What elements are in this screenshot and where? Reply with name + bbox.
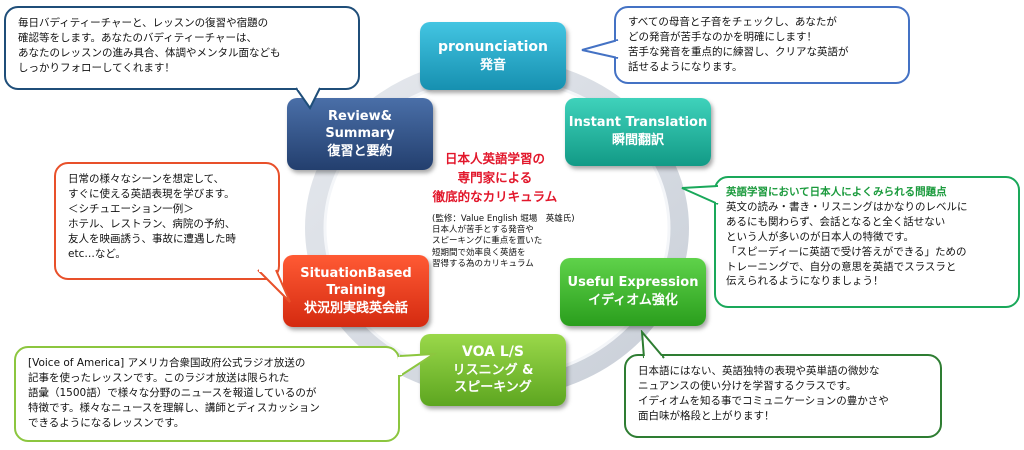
bubble-line: 特徴です。様々なニュースを理解し、講師とディスカッション [28, 401, 320, 414]
center-note-line: スピーキングに重点を置いた [432, 236, 543, 247]
step-pronunciation-ja: 発音 [479, 57, 506, 73]
bubble-line: 記事を使ったレッスンです。このラジオ放送は限られた [28, 371, 290, 384]
bubble-line: イディオムを知る事でコミュニケーションの豊かさや [638, 394, 889, 407]
step-review-en2: Summary [325, 126, 395, 142]
center-note-line: 日本人が苦手とする発音や [432, 225, 534, 236]
bubble-review-description: 毎日バディティーチャーと、レッスンの復習や宿題の 確認等をします。あなたのバディ… [4, 6, 360, 110]
step-voa-ja2: スピーキング [454, 380, 532, 396]
step-instant-ja: 瞬間翻訳 [611, 133, 664, 148]
step-review-ja: 復習と要約 [327, 143, 393, 159]
bubble-line: どの発音が苦手なのかを明確にします！ [628, 30, 817, 43]
step-useful-ja: イディオム強化 [588, 293, 678, 308]
bubble-line: しっかりフォローしてくれます！ [18, 61, 175, 74]
step-pronunciation-en: pronunciation [437, 38, 549, 55]
step-review-en: Review& [328, 108, 392, 124]
bubble-situation-description: 日常の様々なシーンを想定して、 すぐに使える英語表現を学びます。 ＜シチュエーシ… [54, 162, 291, 303]
bubble-line: ホテル、レストラン、病院の予約、 [68, 217, 236, 230]
bubble-line: あなたのレッスンの進み具合、体調やメンタル面なども [18, 46, 281, 59]
bubble-line: 英文の読み・書き・リスニングはかなりのレベルに [726, 200, 968, 213]
bubble-line: [Voice of America] アメリカ合衆国政府公式ラジオ放送の [28, 357, 306, 369]
bubble-useful-description: 日本語にはない、英語独特の表現や英単語の微妙な ニュアンスの使い分けを学習するク… [624, 330, 942, 438]
center-note: (監修：Value English 堀場 英雄氏) 日本人が苦手とする発音や ス… [432, 214, 582, 270]
bubble-line: すべての母音と子音をチェックし、あなたが [628, 16, 837, 28]
center-note-line: 習得する為のカリキュラム [432, 258, 534, 269]
bubble-line: という人が多いのが日本人の特徴です。 [726, 230, 914, 243]
bubble-tail [581, 39, 620, 59]
bubble-tail [681, 185, 720, 205]
bubble-line: できるようになるレッスンです。 [28, 416, 185, 429]
step-useful-en: Useful Expression [567, 275, 699, 291]
step-situation-en: SituationBased [300, 265, 412, 281]
center-title-line: 徹底的なカリキュラム [432, 188, 558, 204]
bubble-line: 「スピーディーに英語で受け答えができる」ための [726, 245, 967, 258]
step-pronunciation: pronunciation 発音 [420, 22, 566, 90]
center-title: 日本人英語学習の 専門家による 徹底的なカリキュラム [425, 150, 565, 206]
bubble-pronunciation-description: すべての母音と子音をチェックし、あなたが どの発音が苦手なのかを明確にします！ … [581, 6, 910, 84]
bubble-tail [640, 330, 665, 360]
bubble-tail [257, 268, 291, 303]
step-instant-en: Instant Translation [568, 115, 708, 131]
step-useful-expression: Useful Expression イディオム強化 [560, 258, 706, 326]
bubble-line: 面白味が格段と上がります！ [638, 409, 775, 422]
bubble-problem-description: 英語学習において日本人によくみられる問題点 英文の読み・書き・リスニングはかなり… [681, 176, 1020, 308]
bubble-line: 語彙（1500語）で様々な分野のニュースを報道しているのが [28, 386, 317, 399]
bubble-line: ニュアンスの使い分けを学習するクラスです。 [638, 379, 857, 392]
step-voa-en: VOA L/S [462, 344, 524, 360]
step-voa-ja: リスニング & [452, 362, 534, 378]
center-title-line: 日本人英語学習の [444, 151, 545, 166]
bubble-line: 伝えられるようになりましょう！ [726, 275, 884, 288]
bubble-line: トレーニングで、自分の意思を英語でスラスラと [726, 260, 957, 273]
bubble-line: 友人を映画誘う、事故に遭遇した時 [68, 232, 236, 245]
bubble-line: 話せるようになります。 [628, 60, 743, 73]
bubble-tail [398, 352, 438, 377]
step-situation-en2: Training [326, 283, 386, 299]
bubble-line: 毎日バディティーチャーと、レッスンの復習や宿題の [18, 17, 269, 29]
step-instant-translation: Instant Translation 瞬間翻訳 [565, 98, 711, 166]
bubble-line: 日本語にはない、英語独特の表現や英単語の微妙な [638, 365, 880, 377]
bubble-line: すぐに使える英語表現を学びます。 [68, 187, 235, 200]
bubble-voa-description: [Voice of America] アメリカ合衆国政府公式ラジオ放送の 記事を… [14, 346, 438, 442]
center-note-line: (監修：Value English 堀場 英雄氏) [432, 214, 575, 224]
bubble-line: あるにも関わらず、会話となると全く話せない [726, 215, 946, 228]
bubble-tail [296, 86, 321, 110]
step-situation-ja: 状況別実践英会話 [303, 300, 408, 316]
bubble-line: etc…など。 [68, 247, 126, 260]
bubble-line: 苦手な発音を重点的に練習し、クリアな英語が [628, 45, 849, 58]
step-review-summary: Review& Summary 復習と要約 [287, 98, 433, 170]
center-title-line: 専門家による [457, 169, 533, 185]
step-situation-based: SituationBased Training 状況別実践英会話 [283, 255, 429, 327]
bubble-line: 日常の様々なシーンを想定して、 [68, 173, 225, 185]
step-voa: VOA L/S リスニング & スピーキング [420, 334, 566, 406]
bubble-heading: 英語学習において日本人によくみられる問題点 [726, 186, 947, 198]
bubble-line: ＜シチュエーション一例＞ [68, 202, 194, 215]
center-note-line: 短期間で効率良く英語を [432, 247, 526, 258]
bubble-line: 確認等をします。あなたのバディティーチャーは、 [18, 31, 257, 44]
